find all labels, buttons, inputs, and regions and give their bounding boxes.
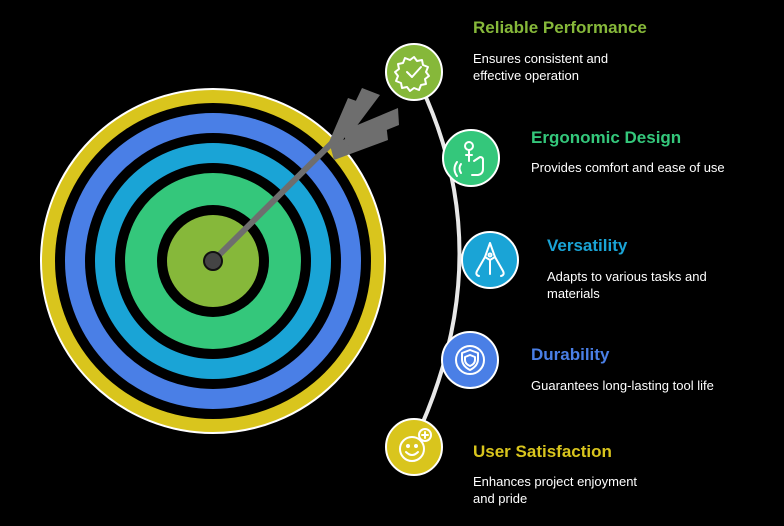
hand-touch-icon <box>453 141 484 177</box>
smiley-plus-icon <box>399 428 432 462</box>
arrow-fletching-4 <box>343 108 399 146</box>
connecting-arc <box>412 71 462 443</box>
item-title: Versatility <box>547 236 628 255</box>
item-description: Guarantees long-lasting tool life <box>531 378 714 393</box>
item-circle-2 <box>442 129 500 187</box>
item-circle-1 <box>385 43 443 101</box>
gear-check-icon <box>394 56 430 92</box>
item-title: Reliable Performance <box>473 18 647 37</box>
item-description: Provides comfort and ease of use <box>531 160 725 175</box>
shield-icon <box>455 345 485 375</box>
item-circle-4 <box>441 331 499 389</box>
item-description: Enhances project enjoyment and pride <box>473 474 638 506</box>
item-title: Durability <box>531 345 610 364</box>
item-description: Adapts to various tasks and materials <box>547 269 707 301</box>
arrow <box>203 88 399 271</box>
arrow-tip <box>203 251 223 271</box>
item-title: User Satisfaction <box>473 442 612 461</box>
item-circle-3 <box>461 231 519 289</box>
item-circle-5 <box>385 418 443 476</box>
multi-tool-icon <box>475 242 505 277</box>
arrow-fletching-2 <box>340 88 380 134</box>
item-title: Ergonomic Design <box>531 128 682 147</box>
item-description: Ensures consistent and effective operati… <box>473 51 609 83</box>
